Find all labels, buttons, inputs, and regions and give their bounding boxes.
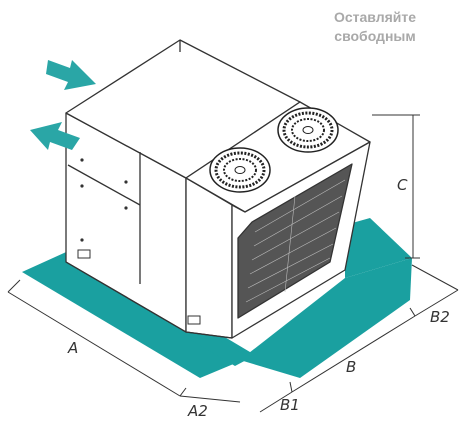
coil-grille-lines bbox=[245, 179, 346, 303]
arrow-left-icon bbox=[30, 122, 80, 150]
clearance-zone-side bbox=[345, 218, 412, 278]
clearance-zone-right bbox=[240, 258, 412, 378]
fan-grille-icon bbox=[277, 107, 339, 153]
dimension-lines bbox=[7, 114, 459, 413]
dimension-label-b: B bbox=[346, 358, 356, 376]
dimension-label-a: A bbox=[67, 339, 78, 357]
dimension-label-c: C bbox=[397, 176, 408, 194]
mounting-feet bbox=[77, 249, 201, 325]
unit-side-panel bbox=[185, 177, 233, 339]
coil-grille bbox=[237, 163, 353, 319]
clearance-note-line2: свободным bbox=[334, 28, 416, 44]
dimension-label-b2: B2 bbox=[430, 308, 450, 326]
arrow-right-icon bbox=[46, 60, 96, 90]
clearance-note: Оставляйте свободным bbox=[300, 8, 450, 46]
fan-grille-icon bbox=[209, 147, 271, 193]
dimension-label-a2: A2 bbox=[187, 402, 208, 417]
clearance-note-line1: Оставляйте bbox=[333, 9, 417, 25]
clearance-zone-front bbox=[22, 248, 255, 378]
dimension-label-b1: B1 bbox=[280, 396, 300, 414]
panel-fasteners bbox=[80, 158, 128, 242]
